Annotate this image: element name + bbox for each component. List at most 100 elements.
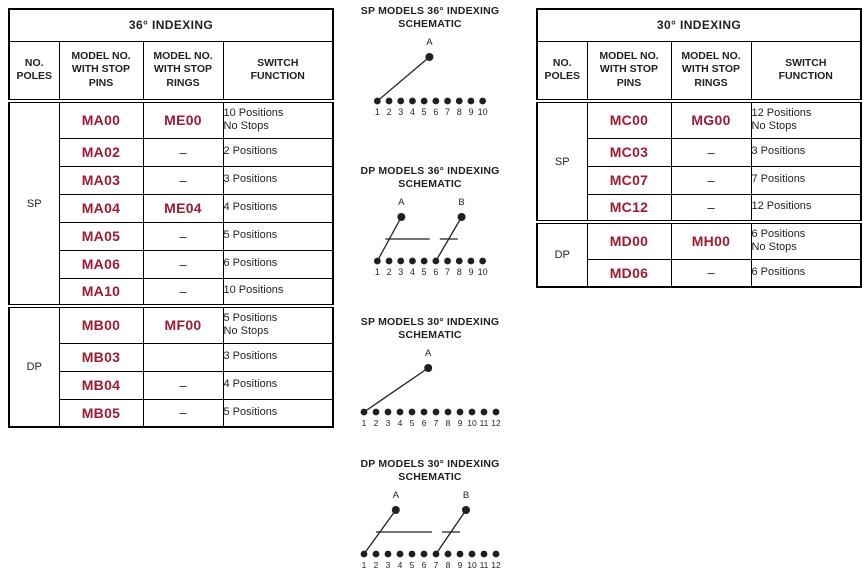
model-rings-cell: – — [670, 137, 752, 167]
table-title-30: 30° INDEXING — [536, 8, 862, 42]
contact-dot — [444, 408, 452, 416]
pole-dot — [424, 364, 433, 372]
contact-number: 2 — [387, 107, 392, 117]
model-pins-cell: MA03 — [58, 165, 144, 195]
model-rings-cell: – — [142, 137, 224, 167]
model-pins-cell: MA10 — [58, 277, 144, 307]
contact-number: 3 — [398, 267, 403, 277]
switch-function-cell: 12 Positions No Stops — [750, 99, 862, 139]
contact-dot — [432, 408, 440, 416]
contact-dot — [444, 97, 451, 105]
contact-dot — [468, 550, 476, 558]
contact-number: 9 — [458, 418, 463, 428]
switch-function-cell: 10 Positions No Stops — [222, 99, 334, 139]
model-rings-cell — [142, 342, 224, 372]
column-header-stop-rings: MODEL NO. WITH STOP RINGS — [142, 40, 224, 103]
model-pins-cell: MC07 — [586, 165, 672, 195]
switch-function-cell: 3 Positions — [750, 137, 862, 167]
model-pins-cell: MC00 — [586, 99, 672, 139]
contact-number: 12 — [491, 418, 501, 428]
column-header-stop-pins: MODEL NO. WITH STOP PINS — [586, 40, 672, 103]
switch-function-cell: 12 Positions — [750, 193, 862, 223]
contact-dot — [397, 97, 405, 105]
model-pins-cell: MA06 — [58, 249, 144, 279]
model-rings-cell: – — [142, 370, 224, 400]
contact-number: 3 — [398, 107, 403, 117]
table-row: MB03 3 Positions — [9, 342, 334, 372]
model-rings-cell: ME04 — [142, 193, 224, 223]
contact-dot — [385, 97, 393, 105]
contact-number: 10 — [467, 418, 477, 428]
pole-dot — [425, 53, 434, 61]
contact-number: 6 — [433, 107, 438, 117]
contact-number: 2 — [374, 418, 379, 428]
contact-dot — [420, 97, 428, 105]
contact-number: 4 — [410, 267, 415, 277]
contact-number: 4 — [410, 107, 415, 117]
contact-number: 9 — [468, 267, 473, 277]
table-row: MA05 – 5 Positions — [9, 221, 334, 251]
switch-function-cell: 6 Positions No Stops — [750, 220, 862, 260]
table-row: DP MB00 MF00 5 Positions No Stops — [8, 304, 334, 428]
contact-dot — [420, 550, 428, 558]
table-row: MA03 – 3 Positions — [9, 165, 334, 195]
pole-cell-dp: DP — [536, 220, 588, 288]
contact-dot — [479, 97, 487, 105]
pole-cell-sp: SP — [8, 99, 60, 307]
contact-dot — [456, 408, 464, 416]
contact-dot — [432, 550, 440, 558]
model-pins-cell: MD06 — [586, 258, 672, 288]
pole-label: B — [458, 197, 464, 208]
contact-dot — [408, 408, 416, 416]
model-rings-cell: MG00 — [670, 99, 752, 139]
contact-dot — [467, 257, 475, 265]
contact-number: 11 — [480, 560, 489, 570]
contact-dot — [408, 550, 416, 558]
contact-number: 8 — [457, 107, 462, 117]
contact-dot — [373, 257, 381, 265]
pole-dot — [391, 506, 400, 514]
table-title-36: 36° INDEXING — [8, 8, 334, 42]
wiper-line — [363, 367, 429, 413]
contact-dot — [384, 408, 392, 416]
pole-dot — [457, 213, 466, 221]
indexing-table-36: 36° INDEXING NO. POLES MODEL NO. WITH ST… — [8, 8, 335, 428]
schematic-title: DP MODELS 36° INDEXING SCHEMATIC — [360, 165, 500, 190]
table-row: MA10 – 10 Positions — [9, 277, 334, 307]
contact-number: 1 — [375, 267, 380, 277]
model-pins-cell: MC12 — [586, 193, 672, 223]
contact-number: 4 — [398, 418, 403, 428]
table-row: MD06 – 6 Positions — [537, 258, 862, 288]
contact-number: 7 — [445, 267, 450, 277]
contact-dot — [409, 97, 416, 105]
contact-dot — [384, 550, 392, 558]
model-pins-cell: MC03 — [586, 137, 672, 167]
table-row: MB05 – 5 Positions — [9, 398, 334, 428]
contact-number: 7 — [434, 418, 439, 428]
contact-dot — [432, 257, 440, 265]
contact-dot — [456, 550, 464, 558]
contact-number: 1 — [362, 560, 367, 570]
contact-number: 6 — [433, 267, 438, 277]
switch-function-cell: 6 Positions — [222, 249, 334, 279]
pole-label: A — [398, 197, 405, 208]
pole-label: A — [426, 37, 433, 48]
table-row: MC07 – 7 Positions — [537, 165, 862, 195]
contact-number: 1 — [375, 107, 380, 117]
pole-dot — [462, 506, 470, 514]
contact-dot — [444, 550, 452, 558]
contact-dot — [409, 257, 416, 265]
table-row: MC03 – 3 Positions — [537, 137, 862, 167]
contact-dot — [468, 408, 476, 416]
contact-number: 9 — [458, 560, 463, 570]
switch-function-cell: 7 Positions — [750, 165, 862, 195]
switch-function-cell: 5 Positions — [222, 221, 334, 251]
switch-function-cell: 6 Positions — [750, 258, 862, 288]
